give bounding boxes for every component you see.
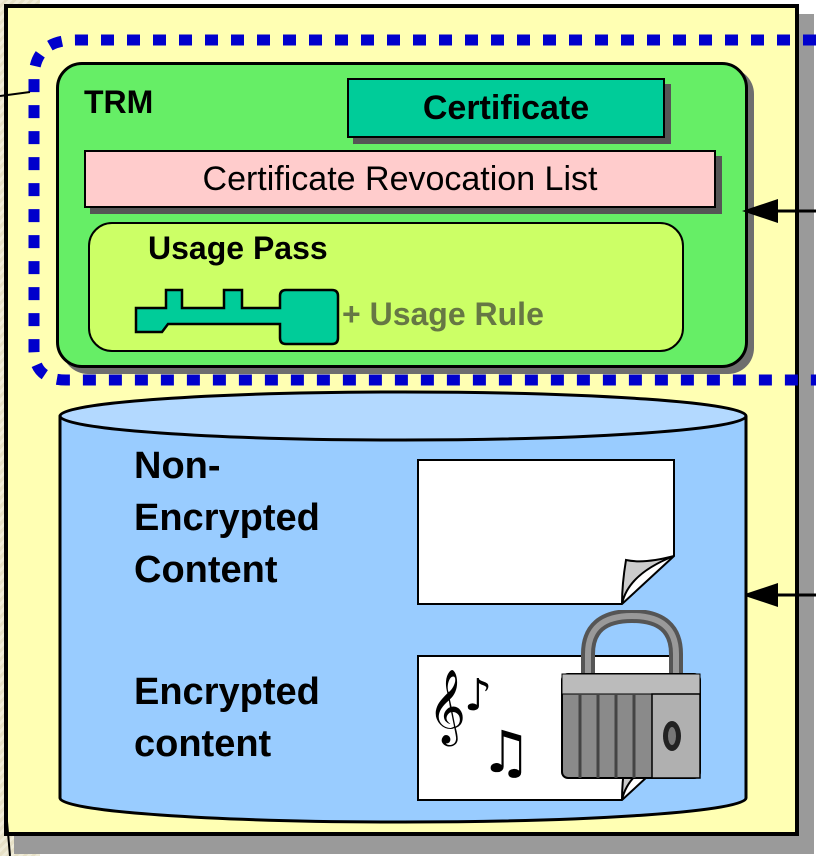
decorative-lines xyxy=(0,91,31,856)
certificate-box: Certificate xyxy=(347,78,665,138)
music-notes-icon: 𝄞 ♪ ♫ xyxy=(428,670,532,782)
non-encrypted-line-3: Content xyxy=(134,549,278,591)
svg-text:♪: ♪ xyxy=(464,670,492,721)
non-encrypted-line-2: Encrypted xyxy=(134,497,320,539)
trm-label: TRM xyxy=(84,84,154,120)
svg-text:𝄞: 𝄞 xyxy=(428,670,466,747)
document-icon xyxy=(417,459,675,605)
padlock-icon xyxy=(561,610,701,779)
encrypted-content-label: Encrypted content xyxy=(134,666,320,770)
key-icon xyxy=(134,288,340,346)
content-connector-arrow xyxy=(742,583,816,607)
usage-pass-box xyxy=(88,222,684,352)
encrypted-line-1: Encrypted xyxy=(134,671,320,713)
trm-connector-arrow xyxy=(742,199,816,223)
certificate-revocation-list: Certificate Revocation List xyxy=(84,150,716,208)
encrypted-line-2: content xyxy=(134,723,272,765)
non-encrypted-content-label: Non- Encrypted Content xyxy=(134,440,320,596)
usage-rule-label: + Usage Rule xyxy=(342,296,544,332)
svg-text:♫: ♫ xyxy=(480,718,532,782)
usage-pass-label: Usage Pass xyxy=(148,230,328,266)
non-encrypted-line-1: Non- xyxy=(134,445,221,487)
